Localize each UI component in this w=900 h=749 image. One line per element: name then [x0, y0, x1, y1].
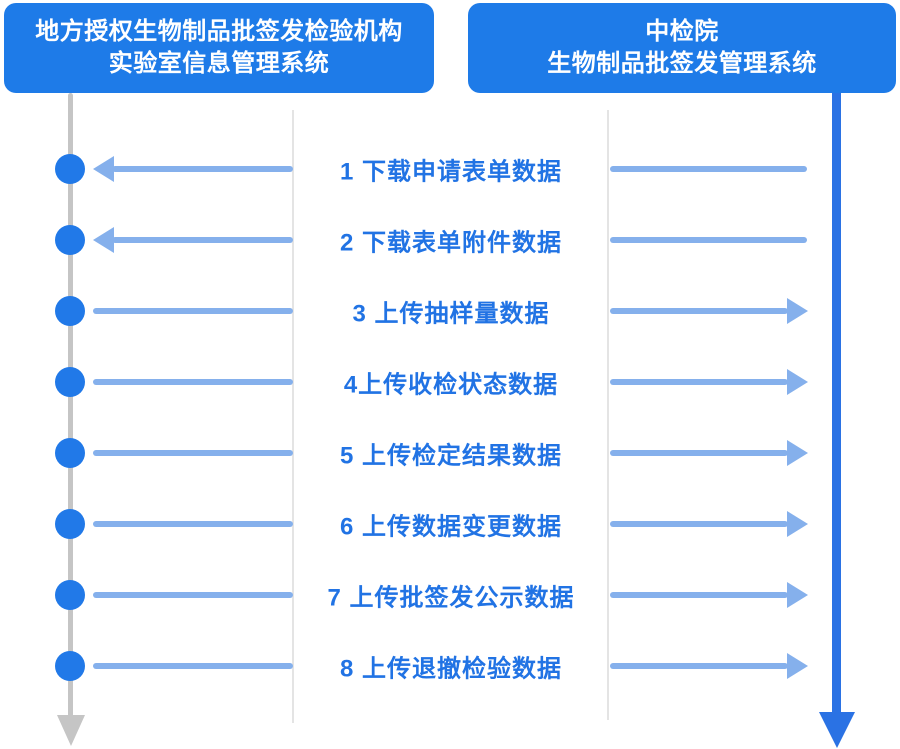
- lifeline-node-dot: [55, 438, 85, 468]
- arrow-right-icon: [787, 369, 808, 395]
- message-label: 7 上传批签发公示数据: [327, 584, 575, 612]
- label-column-guide-right: [607, 110, 609, 720]
- message-line-left: [93, 450, 293, 456]
- message-line-right: [610, 663, 788, 669]
- message-label: 3 上传抽样量数据: [352, 300, 550, 328]
- message-line-right: [610, 450, 788, 456]
- message-line-left: [112, 237, 293, 243]
- arrow-right-icon: [787, 298, 808, 324]
- message-line-left: [93, 663, 293, 669]
- message-line-right: [610, 521, 788, 527]
- message-label: 2 下载表单附件数据: [339, 229, 562, 257]
- arrow-right-icon: [787, 653, 808, 679]
- arrow-right-icon: [787, 440, 808, 466]
- lifeline-node-dot: [55, 225, 85, 255]
- arrow-left-icon: [93, 227, 114, 253]
- left-lifeline-down-arrow-icon: [57, 715, 85, 746]
- lifeline-node-dot: [55, 580, 85, 610]
- message-label: 4上传收检状态数据: [343, 371, 559, 399]
- right-system-header: 中检院 生物制品批签发管理系统: [468, 3, 896, 93]
- message-line-right: [610, 237, 807, 243]
- sequence-row: 6 上传数据变更数据: [0, 489, 900, 559]
- left-system-title-line1: 地方授权生物制品批签发检验机构: [35, 18, 403, 45]
- right-lifeline: [832, 93, 841, 714]
- message-label: 6 上传数据变更数据: [339, 513, 562, 541]
- right-system-title-line2: 生物制品批签发管理系统: [547, 50, 817, 77]
- message-line-left: [93, 521, 293, 527]
- message-line-right: [610, 166, 807, 172]
- lifeline-node-dot: [55, 367, 85, 397]
- message-label: 5 上传检定结果数据: [339, 442, 562, 470]
- message-line-right: [610, 379, 788, 385]
- right-system-title-line1: 中检院: [645, 18, 719, 45]
- sequence-row: 8 上传退撤检验数据: [0, 631, 900, 701]
- message-label: 1 下载申请表单数据: [339, 158, 562, 186]
- sequence-row: 1 下载申请表单数据: [0, 134, 900, 204]
- left-system-header: 地方授权生物制品批签发检验机构 实验室信息管理系统: [4, 3, 434, 93]
- right-lifeline-down-arrow-icon: [819, 712, 855, 748]
- sequence-row: 3 上传抽样量数据: [0, 276, 900, 346]
- label-column-guide-left: [292, 110, 294, 723]
- sequence-row: 5 上传检定结果数据: [0, 418, 900, 488]
- message-line-right: [610, 592, 788, 598]
- message-line-left: [93, 379, 293, 385]
- lifeline-node-dot: [55, 651, 85, 681]
- message-line-left: [93, 592, 293, 598]
- sequence-row: 7 上传批签发公示数据: [0, 560, 900, 630]
- left-system-title-line2: 实验室信息管理系统: [108, 50, 330, 77]
- lifeline-node-dot: [55, 509, 85, 539]
- arrow-right-icon: [787, 511, 808, 537]
- sequence-row: 4上传收检状态数据: [0, 347, 900, 417]
- left-lifeline: [68, 93, 73, 717]
- arrow-right-icon: [787, 582, 808, 608]
- lifeline-node-dot: [55, 154, 85, 184]
- message-line-right: [610, 308, 788, 314]
- message-line-left: [112, 166, 293, 172]
- arrow-left-icon: [93, 156, 114, 182]
- lifeline-node-dot: [55, 296, 85, 326]
- message-line-left: [93, 308, 293, 314]
- sequence-row: 2 下载表单附件数据: [0, 205, 900, 275]
- message-label: 8 上传退撤检验数据: [339, 655, 562, 683]
